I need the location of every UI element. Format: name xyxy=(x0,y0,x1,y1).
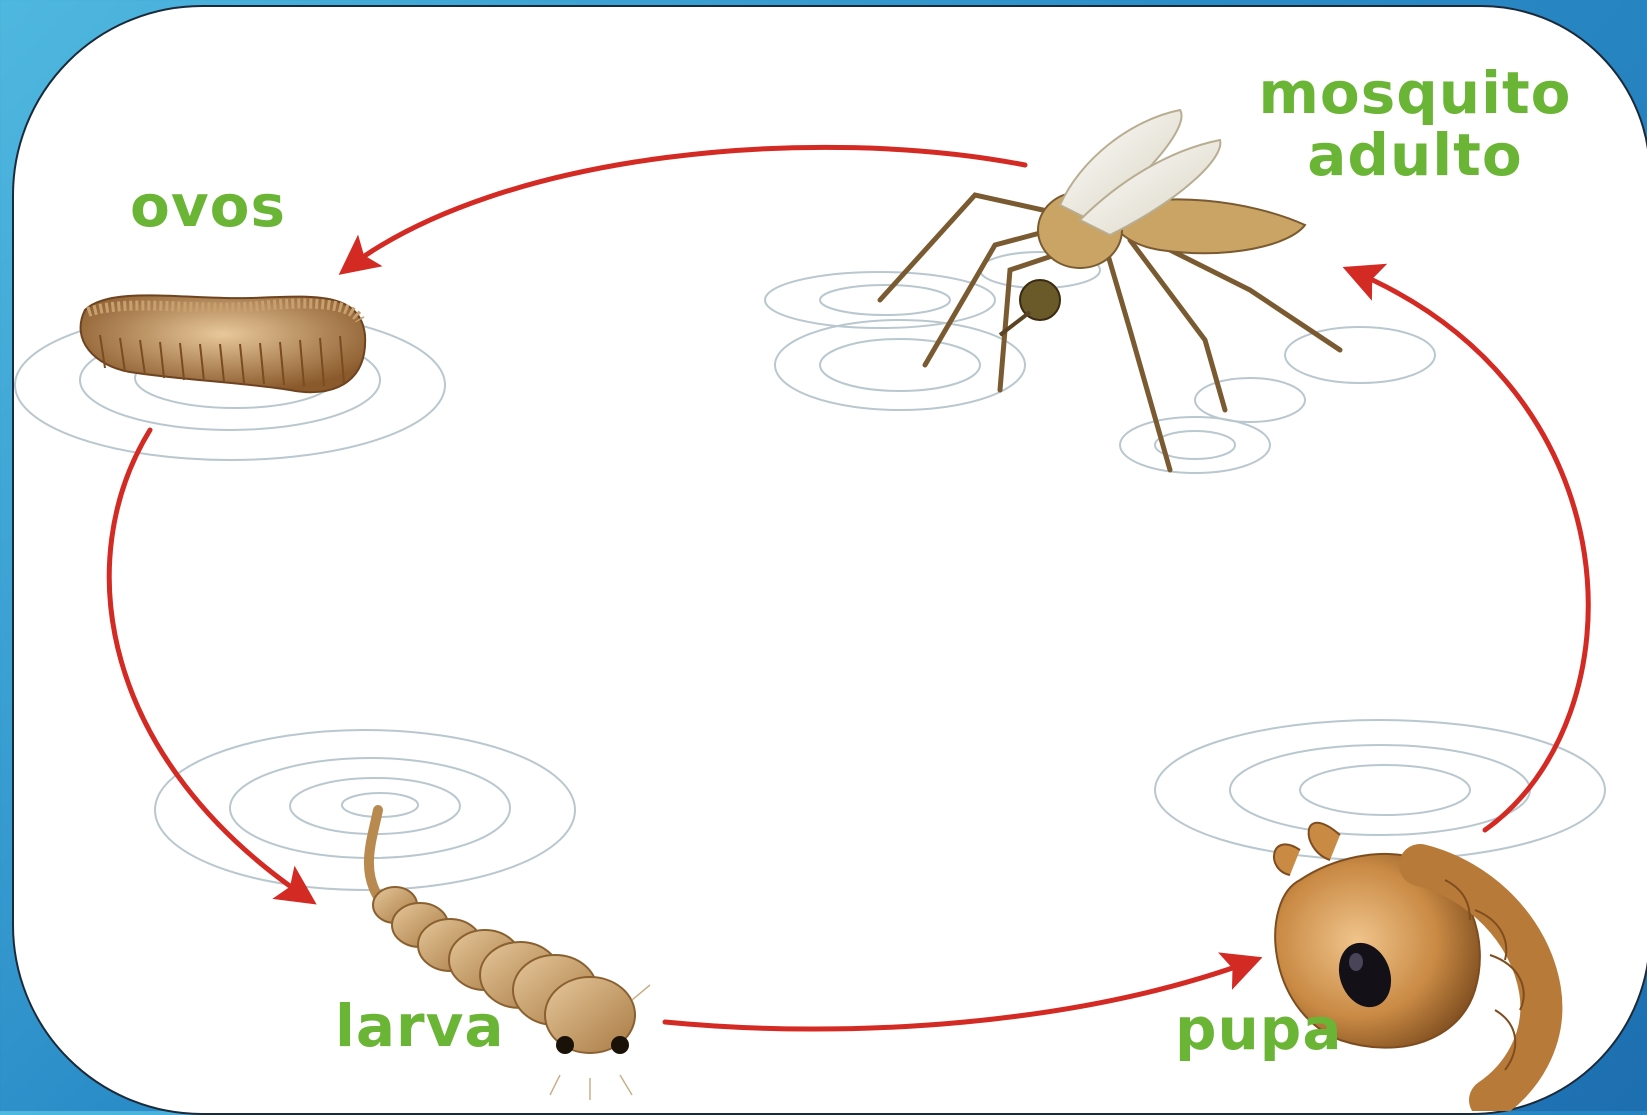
label-pupa: pupa xyxy=(1175,998,1342,1060)
label-adult-mosquito: mosquito adulto xyxy=(1250,62,1580,186)
arrow-larva-to-pupa xyxy=(665,960,1255,1029)
arrow-eggs-to-larva xyxy=(109,430,310,900)
label-eggs: ovos xyxy=(130,175,286,237)
label-larva: larva xyxy=(335,995,505,1057)
label-adult-line1: mosquito xyxy=(1250,62,1580,124)
eggs-illustration xyxy=(81,295,366,392)
label-adult-line2: adulto xyxy=(1250,124,1580,186)
